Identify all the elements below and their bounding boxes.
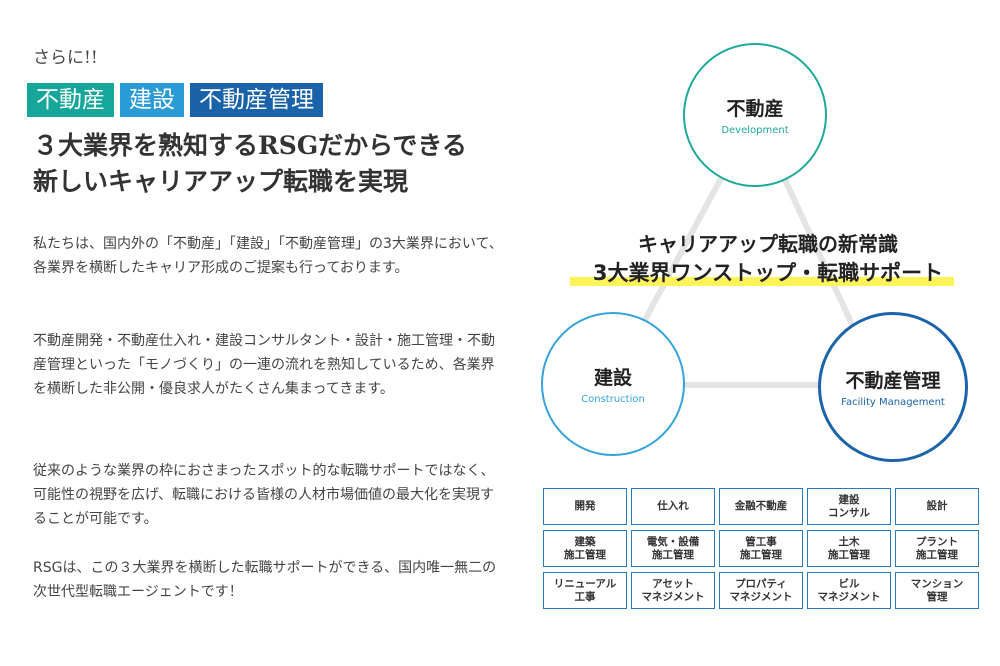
paragraph-3: 従来のような業界の枠におさまったスポット的な転職サポートではなく、可能性の視野を… bbox=[33, 463, 495, 527]
circle-subtitle-construction: Construction bbox=[581, 394, 645, 405]
tag-construction: 建設 bbox=[120, 83, 184, 117]
grid-cell: 建設 コンサル bbox=[807, 488, 891, 525]
grid-cell: 建築 施工管理 bbox=[543, 530, 627, 567]
heading-line-2: 新しいキャリアアップ転職を実現 bbox=[33, 167, 409, 196]
paragraph-2: 不動産開発・不動産仕入れ・建設コンサルタント・設計・施工管理・不動産管理といった… bbox=[33, 333, 495, 397]
grid-cell: 土木 施工管理 bbox=[807, 530, 891, 567]
lead-text: さらに!! bbox=[33, 48, 98, 68]
heading-line-1: ３大業界を熟知するRSGだからできる bbox=[33, 131, 467, 160]
circle-title-construction: 建設 bbox=[593, 367, 632, 389]
circle-title-real-estate: 不動産 bbox=[726, 98, 784, 120]
grid-cell: 金融不動産 bbox=[719, 488, 803, 525]
grid-cell: ビル マネジメント bbox=[807, 572, 891, 609]
industry-tags: 不動産 建設 不動産管理 bbox=[27, 83, 323, 117]
grid-cell: 設計 bbox=[895, 488, 979, 525]
center-highlight bbox=[570, 277, 954, 286]
grid-cell: リニューアル 工事 bbox=[543, 572, 627, 609]
circle-construction: 建設 Construction bbox=[541, 312, 685, 456]
circle-real-estate: 不動産 Development bbox=[683, 43, 827, 187]
grid-cell: 電気・設備 施工管理 bbox=[631, 530, 715, 567]
tag-real-estate: 不動産 bbox=[27, 83, 114, 117]
center-title: キャリアアップ転職の新常識 bbox=[638, 232, 898, 256]
circle-title-facility-management: 不動産管理 bbox=[845, 370, 941, 392]
grid-cell: 開発 bbox=[543, 488, 627, 525]
circle-facility-management: 不動産管理 Facility Management bbox=[818, 312, 968, 462]
grid-cell: 仕入れ bbox=[631, 488, 715, 525]
grid-cell: マンション 管理 bbox=[895, 572, 979, 609]
circle-subtitle-real-estate: Development bbox=[721, 125, 789, 136]
center-subtitle: 3大業界ワンストップ・転職サポート bbox=[592, 261, 944, 285]
main-heading: ３大業界を熟知するRSGだからできる 新しいキャリアアップ転職を実現 bbox=[33, 128, 467, 200]
paragraph-4: RSGは、この３大業界を横断した転職サポートができる、国内唯一無二の次世代型転職… bbox=[33, 560, 497, 600]
paragraph-1: 私たちは、国内外の「不動産」「建設」「不動産管理」の3大業界において、各業界を横… bbox=[33, 236, 503, 276]
grid-cell: アセット マネジメント bbox=[631, 572, 715, 609]
grid-cell: プロパティ マネジメント bbox=[719, 572, 803, 609]
grid-cell: 管工事 施工管理 bbox=[719, 530, 803, 567]
job-category-grid: 開発 仕入れ 金融不動産 建設 コンサル 設計 建築 施工管理 電気・設備 施工… bbox=[543, 488, 981, 609]
grid-cell: プラント 施工管理 bbox=[895, 530, 979, 567]
circle-subtitle-facility-management: Facility Management bbox=[841, 397, 945, 408]
tag-facility-management: 不動産管理 bbox=[190, 83, 323, 117]
